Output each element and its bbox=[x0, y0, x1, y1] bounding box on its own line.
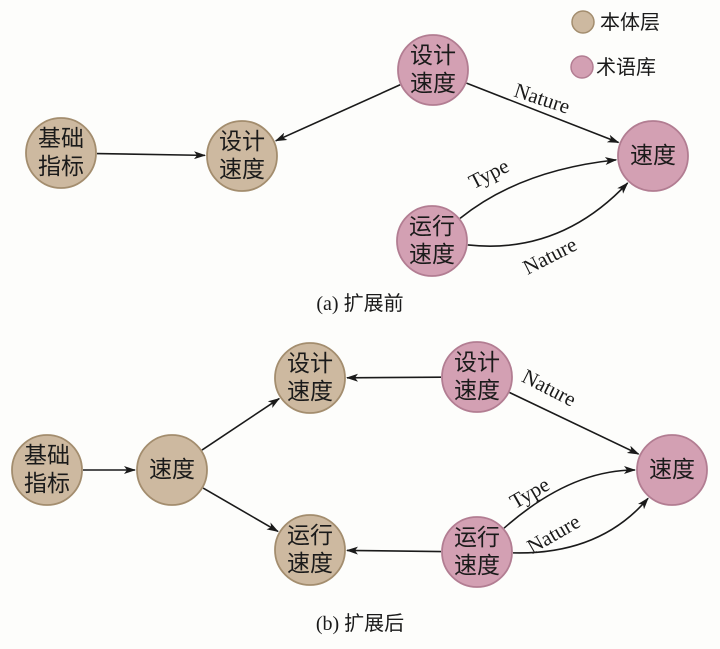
node-b-speed-t: 速度 bbox=[636, 434, 708, 506]
edge-b_run_t-to-b_speed_t-nature: Nature bbox=[512, 497, 649, 559]
edge-b_design_t-to-b_speed_t-nature: Nature bbox=[509, 364, 640, 455]
legend-label-term: 术语库 bbox=[596, 55, 656, 79]
edge-arrow bbox=[345, 373, 442, 382]
caption-panel-b: (b) 扩展后 bbox=[316, 612, 404, 635]
edge-label-nature: Nature bbox=[519, 232, 581, 279]
node-label-line: 速度 bbox=[410, 71, 456, 97]
node-label-line: 指标 bbox=[24, 471, 70, 497]
edge-arrow bbox=[467, 182, 629, 247]
caption-panel-a: (a) 扩展前 bbox=[316, 292, 403, 315]
legend-item-term: 术语库 bbox=[570, 55, 656, 79]
edge-arrow bbox=[345, 546, 442, 555]
term-node-circle bbox=[396, 205, 468, 277]
edge-arrow bbox=[512, 497, 649, 554]
node-label-line: 速度 bbox=[287, 379, 333, 405]
node-label-line: 基础 bbox=[38, 126, 84, 152]
edge-arrow bbox=[202, 487, 279, 533]
node-label-line: 速度 bbox=[454, 553, 500, 579]
edge-arrow bbox=[459, 157, 618, 220]
node-b-speed-o: 速度 bbox=[136, 434, 208, 506]
edge-arrow bbox=[466, 82, 620, 144]
term-swatch-icon bbox=[570, 55, 594, 79]
edge-arrow bbox=[96, 151, 207, 160]
node-label-line: 速度 bbox=[149, 457, 195, 483]
legend-label-ontology: 本体层 bbox=[600, 10, 660, 34]
edge-arrow bbox=[503, 466, 636, 529]
ontology-node-circle bbox=[25, 117, 97, 189]
node-label-line: 运行 bbox=[409, 214, 455, 240]
node-label-line: 设计 bbox=[410, 43, 456, 69]
node-label-line: 速度 bbox=[630, 143, 676, 169]
term-node-circle bbox=[441, 516, 513, 588]
edge-b_design_t-to-b_design_o bbox=[345, 373, 442, 382]
ontology-node-circle bbox=[206, 120, 278, 192]
edge-arrow bbox=[201, 397, 281, 451]
node-label-line: 设计 bbox=[219, 129, 265, 155]
edge-label-nature: Nature bbox=[518, 364, 580, 411]
ontology-node-circle bbox=[136, 434, 208, 506]
edge-a_design_t-to-a_design_o bbox=[274, 84, 401, 142]
node-label-line: 设计 bbox=[454, 350, 500, 376]
node-label-line: 速度 bbox=[649, 457, 695, 483]
edge-arrow bbox=[509, 391, 640, 455]
ontology-swatch-icon bbox=[571, 10, 595, 34]
term-node-circle bbox=[397, 34, 469, 106]
edge-a_base-to-a_design_o bbox=[96, 151, 207, 160]
ontology-node-circle bbox=[274, 342, 346, 414]
node-label-line: 基础 bbox=[24, 443, 70, 469]
term-node-circle bbox=[636, 434, 708, 506]
node-label-line: 设计 bbox=[287, 351, 333, 377]
ontology-node-circle bbox=[11, 434, 83, 506]
term-node-circle bbox=[617, 120, 689, 192]
ontology-node-circle bbox=[274, 514, 346, 586]
edge-b_speed_o-to-b_run_o bbox=[202, 487, 279, 533]
edge-a_design_t-to-a_speed_t-nature: Nature bbox=[466, 78, 620, 144]
node-label-line: 速度 bbox=[219, 157, 265, 183]
edge-b_speed_o-to-b_design_o bbox=[201, 397, 281, 451]
node-label-line: 指标 bbox=[38, 154, 84, 180]
edge-a_run_t-to-a_speed_t-type: Type bbox=[459, 154, 618, 220]
term-node-circle bbox=[441, 341, 513, 413]
node-a-speed-t: 速度 bbox=[617, 120, 689, 192]
edge-label-type: Type bbox=[465, 154, 513, 194]
node-label-line: 速度 bbox=[409, 242, 455, 268]
node-label-line: 运行 bbox=[287, 523, 333, 549]
edge-arrow bbox=[274, 84, 401, 142]
node-label-line: 速度 bbox=[287, 551, 333, 577]
node-label-line: 运行 bbox=[454, 525, 500, 551]
edge-b_run_t-to-b_run_o bbox=[345, 546, 442, 555]
legend-item-ontology: 本体层 bbox=[571, 10, 660, 34]
edge-label-nature: Nature bbox=[523, 509, 584, 558]
node-label-line: 速度 bbox=[454, 378, 500, 404]
legend: 本体层 术语库 bbox=[570, 10, 660, 79]
